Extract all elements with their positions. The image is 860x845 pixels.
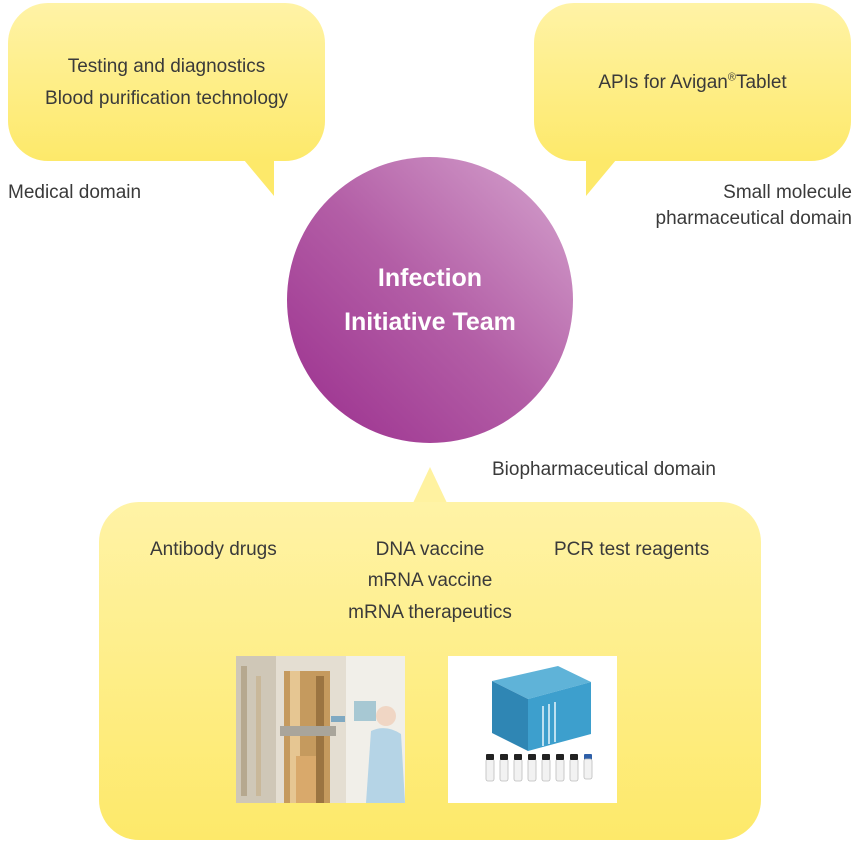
bioreactor-photo: [236, 656, 405, 803]
medical-domain-bubble: [8, 3, 325, 161]
pcr-kit-photo: [448, 656, 617, 803]
small-molecule-item-avigan: APIs for Avigan®Tablet: [534, 71, 851, 95]
bio-item-pcr-reagents: PCR test reagents: [554, 539, 710, 560]
small-molecule-bubble-tail: [586, 160, 616, 196]
team-title-line1: Infection: [377, 264, 483, 292]
avigan-text: APIs for Avigan: [598, 72, 728, 93]
medical-bubble-tail: [244, 160, 274, 196]
bio-item-mrna-therapeutics: mRNA therapeutics: [348, 602, 512, 623]
small-molecule-domain-bubble: [534, 3, 851, 161]
infection-initiative-team-circle: Infection Initiative Team: [287, 157, 573, 443]
medical-item-blood-purification: Blood purification technology: [45, 88, 288, 109]
biopharmaceutical-domain-bubble: [99, 502, 761, 840]
medical-item-testing: Testing and diagnostics: [67, 56, 266, 77]
bio-item-antibody-drugs: Antibody drugs: [150, 539, 277, 560]
team-title-line2: Initiative Team: [344, 308, 516, 336]
tablet-text: Tablet: [735, 72, 787, 93]
small-molecule-domain-label-line2: pharmaceutical domain: [655, 208, 852, 229]
bio-item-mrna-vaccine: mRNA vaccine: [367, 570, 493, 591]
registered-mark: ®: [727, 71, 736, 84]
small-molecule-domain-label-line1: Small molecule: [723, 182, 852, 203]
bio-item-dna-vaccine: DNA vaccine: [375, 539, 485, 560]
bio-bubble-tail: [413, 467, 447, 503]
medical-domain-label: Medical domain: [8, 182, 142, 203]
bio-domain-label: Biopharmaceutical domain: [492, 459, 716, 480]
